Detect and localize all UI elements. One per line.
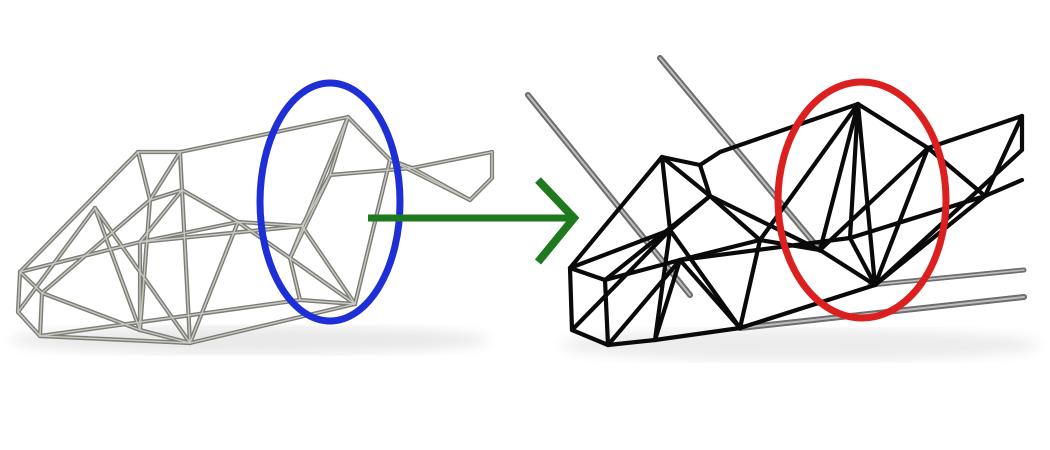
before-tube-18 xyxy=(39,335,191,344)
before-tube-25 xyxy=(139,225,303,243)
before-tube-5 xyxy=(19,151,139,273)
after-tube-9 xyxy=(855,101,931,151)
after-tube-40 xyxy=(737,237,763,331)
before-tube-11 xyxy=(149,151,181,201)
after-tube-43 xyxy=(652,227,673,343)
after-tube-20 xyxy=(847,101,861,241)
after-tube-19 xyxy=(855,101,878,288)
before-tube-10 xyxy=(137,151,151,201)
after-tube-38 xyxy=(707,193,823,253)
after-tube-45 xyxy=(677,235,853,263)
before-tube-27 xyxy=(329,116,349,176)
before-tube-38 xyxy=(19,241,141,273)
after-tube-33 xyxy=(605,257,683,348)
before-tube-49 xyxy=(181,189,239,223)
ground-shadow xyxy=(10,326,490,354)
after-tube-28 xyxy=(982,177,1025,199)
after-tube-5 xyxy=(567,154,665,271)
before-tube-2 xyxy=(39,292,43,337)
after-tube-32 xyxy=(737,282,878,331)
before-tube-41 xyxy=(289,174,331,259)
before-tube-34 xyxy=(289,257,356,305)
before-tube-12 xyxy=(179,151,183,191)
transition-arrow xyxy=(368,177,580,265)
rod-middle-highlight xyxy=(659,57,821,251)
after-tube-31 xyxy=(652,325,743,343)
before-tube-14 xyxy=(41,199,151,294)
arrow-head xyxy=(534,177,580,265)
before-tube-37 xyxy=(301,225,356,305)
after-tube-22 xyxy=(872,145,931,288)
before-tube-29 xyxy=(411,151,493,169)
after-tube-30 xyxy=(605,337,658,348)
after-tube-4 xyxy=(567,265,575,333)
before-tube-48 xyxy=(139,199,151,331)
after-tube-44 xyxy=(602,193,713,283)
before-tube-19 xyxy=(189,303,356,344)
before-frame-panel xyxy=(10,79,495,354)
modified-region-highlight xyxy=(774,78,950,322)
original-region-highlight xyxy=(256,79,404,325)
before-tube-47 xyxy=(189,221,239,344)
after-tube-41 xyxy=(847,235,878,288)
ground-shadow xyxy=(560,329,1040,361)
before-tube-32 xyxy=(469,177,493,201)
after-tube-23 xyxy=(817,145,931,253)
before-tube-17 xyxy=(94,207,141,331)
after-tube-25 xyxy=(982,113,1025,199)
after-tube-10 xyxy=(925,113,1025,151)
before-tube-1 xyxy=(19,271,43,294)
after-tube-6 xyxy=(659,154,703,168)
before-tube-44 xyxy=(299,299,356,305)
before-tube-16 xyxy=(94,207,191,344)
before-tube-36 xyxy=(289,257,301,301)
before-tube-43 xyxy=(289,116,349,259)
before-tube-15 xyxy=(17,207,96,313)
before-tube-46 xyxy=(17,311,41,337)
after-tube-2 xyxy=(602,277,611,348)
before-tube-20 xyxy=(39,299,301,337)
before-tube-21 xyxy=(181,189,191,344)
after-tube-11 xyxy=(659,154,673,233)
after-tube-37 xyxy=(652,257,683,343)
before-tube-9 xyxy=(354,159,391,305)
after-tube-47 xyxy=(567,227,673,271)
before-tube-40 xyxy=(139,329,191,344)
after-tube-21 xyxy=(757,101,861,243)
after-tube-46 xyxy=(847,193,988,241)
before-tube-13 xyxy=(149,189,183,201)
after-tube-34 xyxy=(569,227,673,333)
before-tube-24 xyxy=(237,221,303,227)
before-frame-tubes xyxy=(15,114,495,346)
after-frame-tubes xyxy=(567,101,1025,348)
after-tube-36 xyxy=(677,257,743,331)
rod-left-highlight xyxy=(527,94,691,296)
after-tube-14 xyxy=(659,154,713,199)
before-tube-4 xyxy=(17,271,21,313)
after-tube-39 xyxy=(707,193,763,243)
after-tube-8 xyxy=(717,101,861,155)
after-tube-1 xyxy=(567,265,608,283)
after-frame-panel xyxy=(525,55,1040,361)
after-tube-7 xyxy=(697,149,723,168)
after-tube-3 xyxy=(569,327,611,348)
after-tube-13 xyxy=(697,162,713,199)
before-tube-7 xyxy=(179,116,349,153)
before-tube-45 xyxy=(41,292,141,331)
after-tube-42 xyxy=(817,247,878,288)
rod-upper-highlight xyxy=(869,269,1025,286)
before-tube-8 xyxy=(347,116,391,161)
after-tube-18 xyxy=(817,101,861,253)
before-tube-23 xyxy=(139,221,239,243)
before-tube-42 xyxy=(389,159,471,201)
